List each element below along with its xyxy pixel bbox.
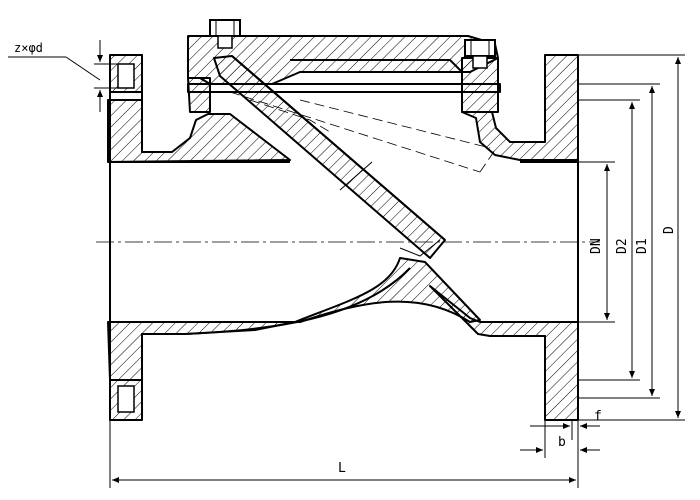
dim-label-f: f xyxy=(594,409,602,424)
dim-label-d: D xyxy=(662,226,677,234)
bolt-hole-label: z×φd xyxy=(14,41,43,55)
bolt-right xyxy=(464,39,496,69)
dim-label-b: b xyxy=(558,435,566,450)
disc-open-position xyxy=(229,91,496,173)
length-dimension xyxy=(109,420,579,488)
flange-thickness-dims xyxy=(520,420,600,458)
bolt-left xyxy=(209,19,241,49)
valve-disc xyxy=(213,55,446,259)
bolt-hole-callout xyxy=(8,40,126,112)
dim-label-d2: D2 xyxy=(615,238,630,254)
dim-label-dn: DN xyxy=(589,238,604,254)
left-flange-lower xyxy=(107,321,296,421)
dim-label-d1: D1 xyxy=(635,238,650,254)
dimension-lines-right xyxy=(578,54,685,421)
dim-label-l: L xyxy=(338,461,346,476)
valve-body-outline xyxy=(109,55,579,420)
